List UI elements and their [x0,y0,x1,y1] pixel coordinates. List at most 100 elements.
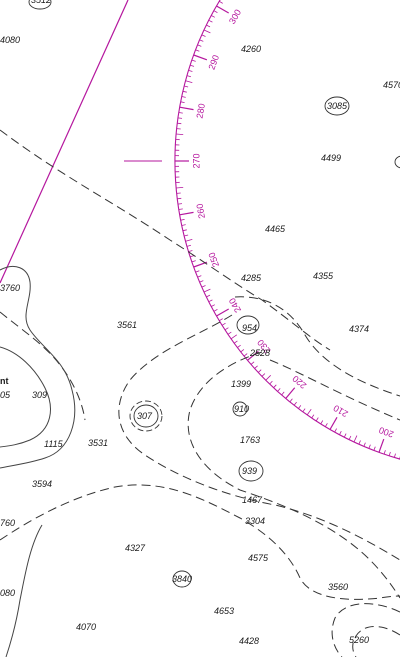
compass-tick [186,75,192,78]
compass-tick [343,433,347,438]
compass-tick [265,375,271,381]
compass-bearing-label: 290 [207,54,222,72]
depth-sounding: 5260 [349,635,369,645]
compass-tick [197,44,202,47]
depth-sounding: 2528 [249,348,270,358]
compass-tick [289,398,293,403]
compass-tick [176,187,184,189]
compass-tick [188,250,193,252]
depth-sounding: 4070 [76,622,96,632]
coastline [0,266,76,657]
compass-bearing-label: 210 [332,403,350,419]
compass-tick [208,19,213,23]
compass-tick [178,112,183,114]
compass-tick [178,208,183,210]
compass-tick [219,318,223,322]
depth-sounding: 3561 [117,320,137,330]
depth-sounding: 3304 [245,516,265,526]
compass-bearing-label: 240 [227,296,243,314]
depth-sounding: 3531 [88,438,108,448]
place-name: nt [0,376,9,386]
compass-tick [203,29,211,34]
compass-tick [180,219,185,221]
sounding-ring [324,96,350,116]
contour-line [269,359,400,421]
compass-tick [201,34,206,37]
compass-bearing-label: 200 [378,425,396,440]
compass-tick [293,401,297,406]
compass-tick [191,59,196,62]
compass-tick [261,373,266,377]
compass-tick [181,96,186,98]
compass-tick [190,64,195,67]
coast-line [0,346,51,448]
depth-sounding: 3840 [172,574,192,584]
contour-line [234,296,400,397]
compass-tick [201,285,206,288]
compass-bearing-label: 280 [195,103,207,120]
compass-tick [193,54,208,61]
compass-tick [211,15,215,18]
compass-tick [324,423,328,427]
contour-line [331,603,400,657]
compass-tick [383,450,386,455]
compass-tick [176,133,184,135]
depth-sounding: 3760 [0,283,20,293]
depth-sounding: 760 [0,518,15,528]
depth-sounding: 4465 [265,224,286,234]
compass-tick [224,327,229,331]
compass-tick [237,344,241,348]
compass-tick [329,417,338,430]
sounding-ring [394,155,400,169]
compass-tick [216,5,229,14]
compass-tick [203,288,211,293]
compass-tick [208,299,213,303]
compass-tick [211,304,215,307]
depth-sounding: 4080 [0,35,20,45]
sounding-ring [133,404,159,428]
compass-tick [184,234,189,237]
compass-tick [195,270,200,273]
sounding-ring [238,460,264,482]
contour-line [0,129,331,351]
compass-tick [277,388,281,392]
compass-tick [250,361,255,365]
compass-tick [320,420,324,425]
compass-bearing-label: 220 [291,373,309,390]
compass-tick [358,440,361,445]
compass-tick [394,453,396,458]
depth-sounding: 05 [0,390,11,400]
depth-sounding: 309 [32,390,47,400]
compass-tick [348,435,352,440]
compass-tick [179,106,194,111]
compass-tick [197,275,202,278]
compass-tick [269,380,273,385]
compass-tick [334,428,337,433]
compass-tick [388,451,391,456]
sounding-ring [129,400,163,432]
compass-tick [298,405,302,409]
sounding-ring [28,0,52,10]
compass-bearing-label: 250 [207,251,222,269]
depth-sounding: 4374 [349,324,369,334]
depth-sounding: 939 [242,466,257,476]
compass-tick [181,224,186,226]
sounding-ring [172,570,192,588]
compass-tick [190,255,195,258]
compass-tick [199,39,204,42]
coast-line [5,524,43,657]
depth-sounding: 954 [242,323,257,333]
compass-bearing-label: 260 [195,203,207,220]
compass-bearing-label: 300 [227,8,243,26]
compass-tick [315,417,319,422]
compass-tick [182,229,187,232]
depth-sounding: 4285 [241,273,262,283]
compass-tick [184,85,189,88]
compass-tick [243,353,248,357]
compass-tick [188,70,193,72]
compass-tick [368,444,371,449]
compass-tick [191,260,196,263]
depth-sounding: 3512 [31,0,51,5]
